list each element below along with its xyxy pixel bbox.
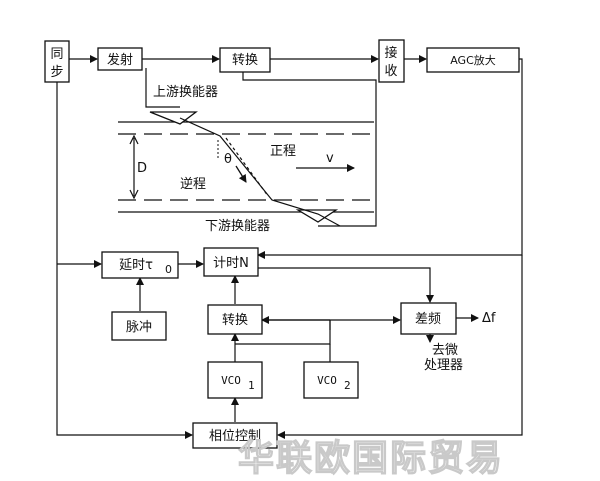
switch-top-label: 转换 [232, 53, 258, 68]
upstream-transducer-label: 上游换能器 [153, 85, 218, 100]
block-pulse: 脉冲 [111, 311, 167, 341]
timer-label: 计时N [213, 256, 249, 271]
wire-to-upstream [145, 68, 180, 108]
block-switch-mid: 转换 [207, 304, 263, 335]
watermark: 华联欧国际贸易 [238, 438, 504, 479]
wire-agc-to-phase [277, 255, 523, 439]
block-diff-freq: 差频 [400, 302, 457, 335]
receive-label-2: 收 [384, 64, 397, 79]
diameter-label: D [137, 161, 147, 176]
delta-f-label: Δf [482, 311, 496, 326]
angle-label: θ [224, 152, 232, 167]
reverse-arrow [235, 165, 247, 183]
velocity-label: v [326, 151, 334, 166]
block-receive: 接 收 [378, 39, 405, 83]
processor-label-1: 去微 [432, 343, 458, 358]
wire-switch-to-downstream [242, 72, 377, 227]
forward-label: 正程 [270, 144, 296, 159]
vco1-subscript: 1 [248, 379, 255, 392]
connections [56, 55, 523, 439]
pipe-section [118, 111, 374, 227]
block-timer: 计时N [203, 247, 259, 277]
block-agc: AGC放大 [426, 47, 520, 73]
block-phase-ctrl: 相位控制 [192, 422, 278, 449]
receive-label-1: 接 [384, 45, 397, 61]
block-transmit: 发射 [97, 47, 143, 71]
transmit-label: 发射 [107, 52, 133, 68]
delay-subscript: 0 [165, 263, 172, 276]
vco2-subscript: 2 [344, 379, 351, 392]
sync-label-2: 步 [50, 65, 63, 80]
agc-label: AGC放大 [450, 53, 496, 67]
wire-sync-to-phase [56, 82, 193, 439]
block-vco1: VCO 1 [207, 361, 263, 399]
phase-ctrl-label: 相位控制 [209, 429, 261, 444]
vco2-label: VCO [317, 374, 337, 387]
delay-label: 延时τ [119, 258, 153, 273]
reverse-label: 逆程 [180, 176, 206, 192]
switch-mid-label: 转换 [222, 313, 248, 328]
upstream-transducer-icon [149, 111, 198, 125]
sync-label-1: 同 [50, 47, 63, 62]
block-delay: 延时τ 0 [101, 251, 179, 279]
block-sync: 同 步 [44, 40, 70, 83]
vco1-label: VCO [221, 374, 241, 387]
block-switch-top: 转换 [219, 47, 271, 73]
block-vco2: VCO 2 [303, 361, 359, 399]
wire-agc-to-timer [257, 58, 523, 259]
pulse-label: 脉冲 [126, 320, 152, 335]
diff-freq-label: 差频 [415, 312, 441, 327]
downstream-transducer-label: 下游换能器 [205, 219, 270, 234]
acoustic-path [179, 117, 341, 227]
wire-timer-to-diff [258, 267, 434, 303]
processor-label-2: 处理器 [424, 358, 463, 373]
downstream-transducer-icon [295, 209, 339, 223]
